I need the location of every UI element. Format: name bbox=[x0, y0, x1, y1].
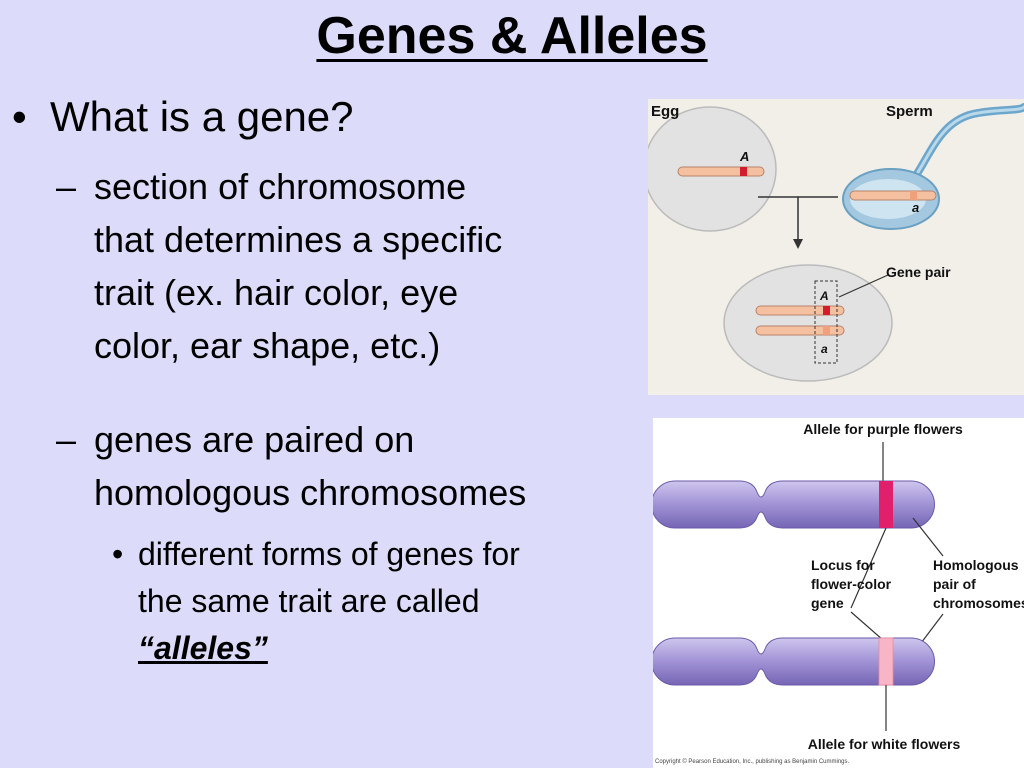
homologous-label-line1: Homologous bbox=[933, 557, 1019, 573]
gene-pair-leader bbox=[838, 274, 889, 298]
chromosome-bottom bbox=[653, 637, 935, 686]
dash-icon: – bbox=[56, 166, 77, 207]
alleles-text: different forms of genes for the same tr… bbox=[138, 536, 520, 619]
slide-title: Genes & Alleles bbox=[316, 7, 708, 65]
copyright-text: Copyright © Pearson Education, Inc., pub… bbox=[655, 758, 850, 765]
alleles-keyword: “alleles” bbox=[138, 630, 268, 666]
sperm-label: Sperm bbox=[886, 103, 933, 120]
question-text: What is a gene? bbox=[50, 93, 354, 140]
alleles-item: • different forms of genes for the same … bbox=[112, 531, 520, 672]
chromosome-top bbox=[653, 480, 935, 529]
egg-allele-label: A bbox=[739, 149, 749, 164]
zygote-allele-A: A bbox=[819, 289, 829, 303]
zygote-cell bbox=[723, 264, 893, 382]
white-allele-label: Allele for white flowers bbox=[808, 736, 961, 752]
locus-label-line2: flower-color bbox=[811, 576, 892, 592]
homologous-label-line2: pair of bbox=[933, 576, 976, 592]
locus-leader-top bbox=[850, 527, 887, 609]
locus-leader-bottom bbox=[850, 611, 884, 641]
zygote-chromosome-pair bbox=[755, 280, 845, 364]
sperm-chromosome bbox=[849, 190, 937, 201]
zygote-allele-a: a bbox=[821, 342, 828, 356]
pairing-text: genes are paired on homologous chromosom… bbox=[94, 419, 527, 513]
definition-text: section of chromosome that determines a … bbox=[94, 166, 503, 366]
homologous-leader-top bbox=[912, 517, 944, 557]
fertilization-figure: Egg A Sperm a A a Gene pair bbox=[648, 99, 1024, 395]
gene-pair-label: Gene pair bbox=[886, 264, 951, 280]
bullet-icon: • bbox=[12, 93, 27, 140]
definition-item: – section of chromosome that determines … bbox=[56, 160, 502, 372]
homologous-figure: Allele for purple flowers Locus for flow… bbox=[653, 418, 1024, 768]
sperm-allele-label: a bbox=[912, 200, 919, 215]
gene-pair-box bbox=[814, 280, 838, 364]
pairing-item: – genes are paired on homologous chromos… bbox=[56, 413, 526, 519]
locus-label-line1: Locus for bbox=[811, 557, 875, 573]
homologous-label-line3: chromosomes bbox=[933, 595, 1024, 611]
egg-chromosome bbox=[677, 166, 765, 177]
question-bullet: • What is a gene? bbox=[12, 92, 354, 142]
purple-allele-band bbox=[879, 481, 893, 528]
bullet-icon: • bbox=[112, 536, 124, 572]
dash-icon: – bbox=[56, 419, 77, 460]
locus-label-line3: gene bbox=[811, 595, 844, 611]
white-allele-band bbox=[878, 637, 894, 686]
egg-label: Egg bbox=[651, 103, 679, 120]
purple-allele-label: Allele for purple flowers bbox=[803, 421, 963, 437]
